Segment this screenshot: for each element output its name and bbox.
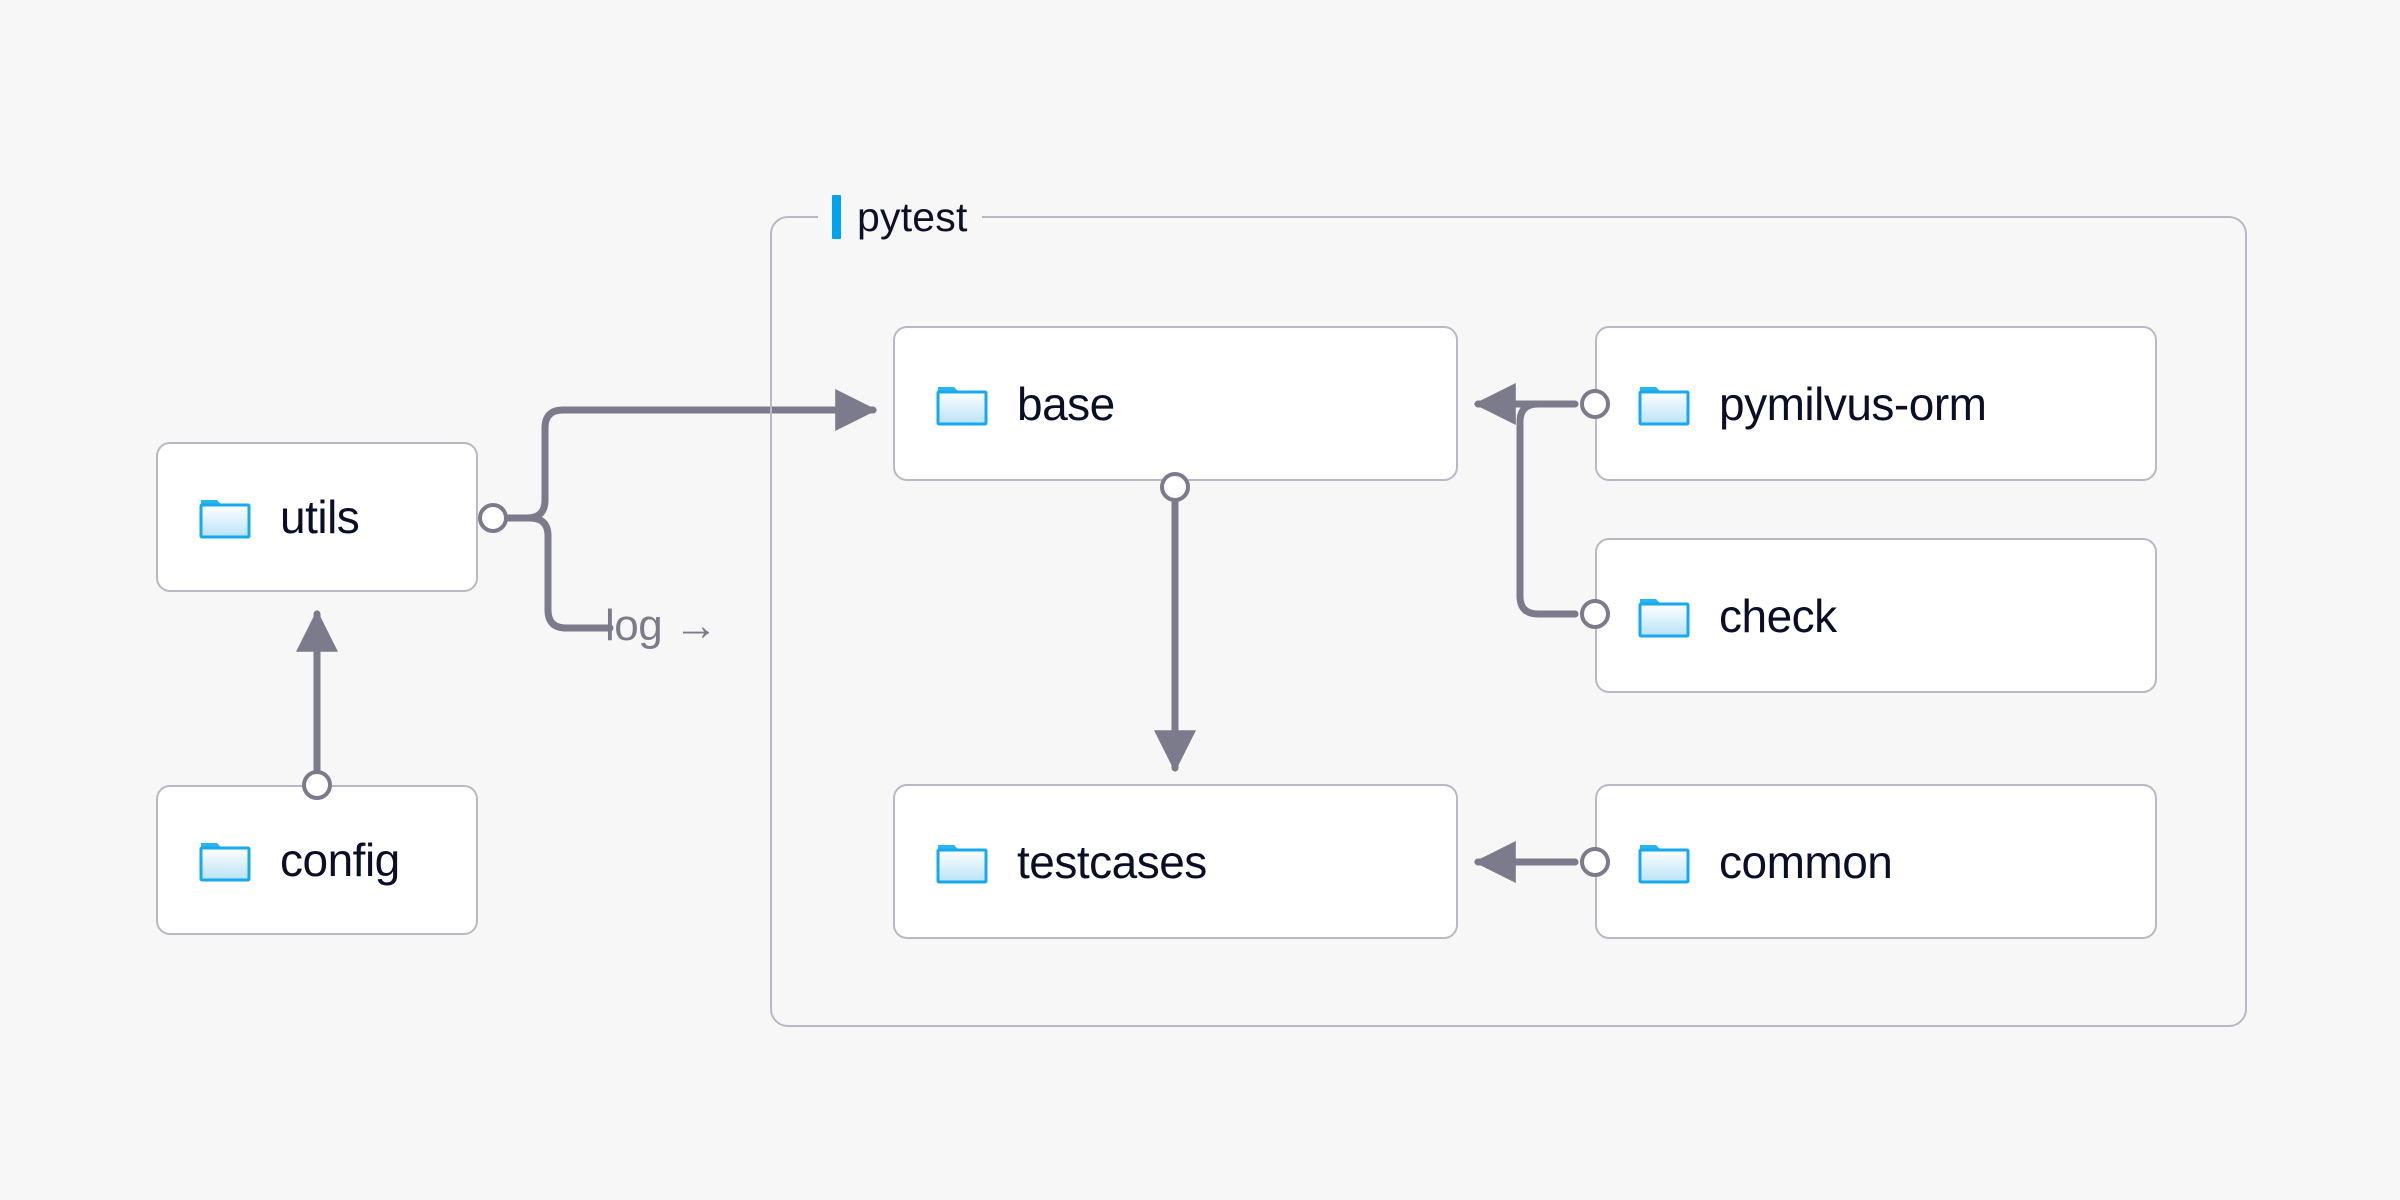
port-check-left[interactable] xyxy=(1580,599,1610,629)
node-config-label: config xyxy=(280,834,400,886)
group-pytest[interactable] xyxy=(770,216,2247,1027)
edge-utils-to-log xyxy=(526,514,614,632)
port-pymilvus-orm-left[interactable] xyxy=(1580,389,1610,419)
folder-icon xyxy=(936,386,988,425)
edge-label-log: log → xyxy=(605,601,718,650)
group-pytest-label: pytest xyxy=(818,190,982,244)
folder-icon xyxy=(1638,844,1690,883)
port-common-left[interactable] xyxy=(1580,847,1610,877)
node-testcases-label: testcases xyxy=(1017,835,1207,888)
node-base[interactable]: base xyxy=(893,326,1458,481)
node-pymilvus-orm[interactable]: pymilvus-orm xyxy=(1595,326,2157,481)
port-config-top[interactable] xyxy=(302,770,332,800)
folder-icon xyxy=(199,843,251,882)
folder-icon xyxy=(199,500,251,539)
node-check[interactable]: check xyxy=(1595,538,2157,693)
node-testcases[interactable]: testcases xyxy=(893,784,1458,939)
group-accent-bar xyxy=(832,195,841,239)
folder-icon xyxy=(1638,386,1690,425)
node-common-label: common xyxy=(1719,835,1893,888)
node-base-label: base xyxy=(1017,377,1115,430)
node-config[interactable]: config xyxy=(156,785,478,935)
node-pymilvus-orm-label: pymilvus-orm xyxy=(1719,377,1987,430)
node-utils-label: utils xyxy=(280,491,360,543)
folder-icon xyxy=(936,844,988,883)
port-utils-right[interactable] xyxy=(478,503,508,533)
node-utils[interactable]: utils xyxy=(156,442,478,592)
group-pytest-label-text: pytest xyxy=(857,193,968,240)
port-base-bottom[interactable] xyxy=(1160,472,1190,502)
node-common[interactable]: common xyxy=(1595,784,2157,939)
folder-icon xyxy=(1638,598,1690,637)
node-check-label: check xyxy=(1719,589,1837,642)
